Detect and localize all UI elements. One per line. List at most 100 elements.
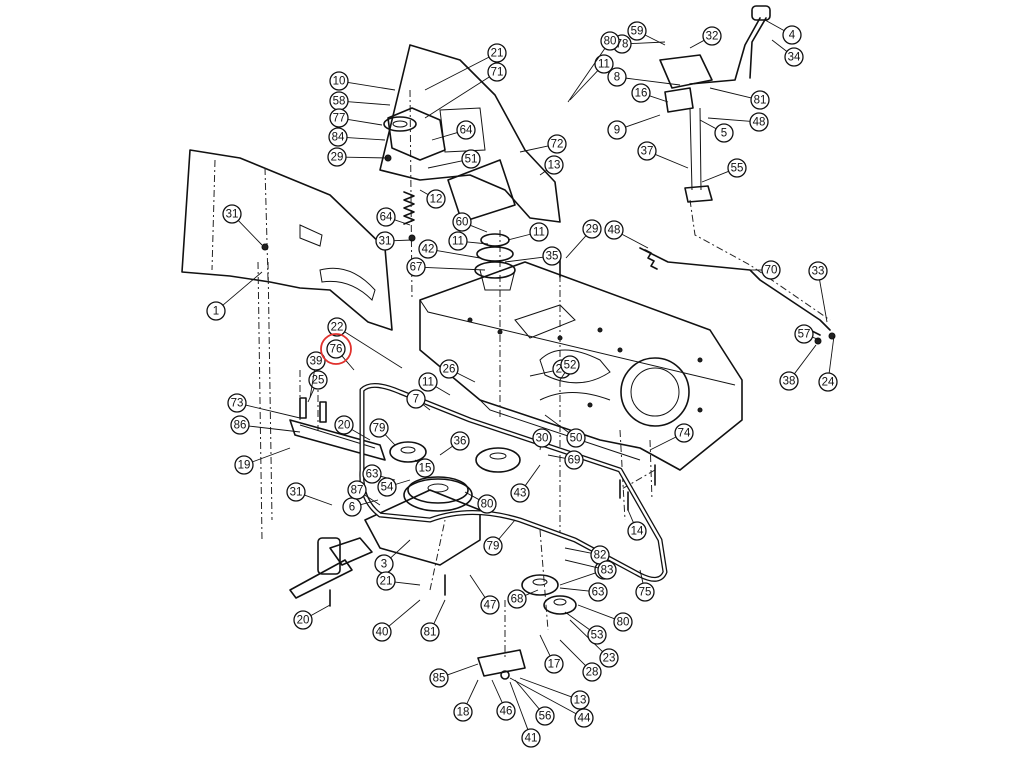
callout-85: 85 [429,663,479,688]
callout-number: 85 [433,673,446,685]
callout-40: 40 [372,599,421,642]
callout-number: 29 [331,152,344,164]
leader-line [307,388,315,403]
upper-bracket-panel [379,44,561,223]
callout-number: 38 [783,376,796,388]
leader-line [524,464,541,486]
callout-bubble [782,25,802,45]
leader-line [388,599,421,627]
leader-line [424,76,490,119]
callout-17: 17 [539,634,564,674]
callout-54: 54 [377,477,411,497]
leader-line [469,574,486,598]
leader-line [627,509,634,523]
callout-number: 20 [338,420,351,432]
callout-number: 77 [333,113,346,125]
callout-bubble [779,371,799,391]
leader-line [245,404,301,419]
callout-32: 32 [689,26,722,49]
callout-10: 10 [329,71,396,91]
callout-bubble [450,431,470,451]
leader-line [384,434,396,446]
leader-line [422,404,431,411]
callout-81: 81 [420,599,446,642]
leader-line [699,119,717,130]
callout-74: 74 [649,423,694,451]
callout-number: 51 [465,154,478,166]
lower-idler-pulley-2 [543,595,577,615]
callout-12: 12 [419,189,446,209]
callout-bubble [714,123,734,143]
leader-line [707,117,751,122]
callout-bubble [369,418,389,438]
callout-bubble [376,571,396,591]
callout-20: 20 [334,415,371,441]
callout-bubble [453,702,473,722]
callout-number: 80 [481,499,494,511]
callout-bubble [406,389,426,409]
callout-number: 16 [635,88,648,100]
leader-line [309,369,316,399]
callout-bubble [420,622,440,642]
callout-69: 69 [547,450,584,470]
callout-number: 74 [678,428,691,440]
leader-line [447,663,479,676]
callout-number: 24 [822,377,835,389]
callout-bubble [327,147,347,167]
callout-bubble [535,706,555,726]
callout-number: 11 [452,236,464,248]
callout-13: 13 [539,155,564,176]
callout-number: 50 [570,433,583,445]
callout-bubble [587,625,607,645]
callout-bubble [222,204,242,224]
leader-line [625,77,681,86]
callout-1: 1 [206,271,263,321]
callout-76: 76 [326,339,355,371]
callout-number: 73 [231,398,244,410]
callout-bubble [487,43,507,63]
callout-number: 25 [312,375,325,387]
callout-bubble [452,212,472,232]
callout-bubble [635,582,655,602]
callout-72: 72 [519,134,567,154]
callout-bubble [604,220,624,240]
callout-24: 24 [818,335,838,392]
callout-number: 79 [487,541,500,553]
callout-63: 63 [362,464,396,484]
leader-line [649,436,677,451]
callout-number: 33 [812,266,825,278]
leader-line [248,425,301,433]
callout-43: 43 [510,464,541,503]
callout-number: 17 [548,659,561,671]
leader-line [466,241,489,245]
callout-7: 7 [406,389,431,411]
callout-number: 58 [333,96,346,108]
callout-bubble [750,90,770,110]
callout-42: 42 [418,239,481,259]
callout-23: 23 [569,619,619,668]
callout-bubble [749,112,769,132]
leader-line [764,19,785,32]
callout-bubble [439,359,459,379]
leader-line [559,372,566,381]
callout-number: 87 [351,485,364,497]
leader-line [525,589,539,596]
callout-number: 37 [641,146,654,158]
callout-20: 20 [293,604,331,630]
callout-bubble [487,62,507,82]
callout-31: 31 [375,231,413,251]
callout-number: 55 [731,163,744,175]
callout-number: 59 [631,26,644,38]
callout-number: 60 [456,217,469,229]
callout-bubble [564,450,584,470]
leader-line [347,81,396,91]
leader-line [393,239,413,242]
callout-number: 31 [290,487,303,499]
callout-number: 31 [379,236,392,248]
leader-line [509,677,577,715]
leader-line [819,279,828,323]
callout-number: 28 [586,667,599,679]
callout-number: 20 [297,615,310,627]
leader-line [812,336,821,341]
callout-number: 11 [533,227,545,239]
